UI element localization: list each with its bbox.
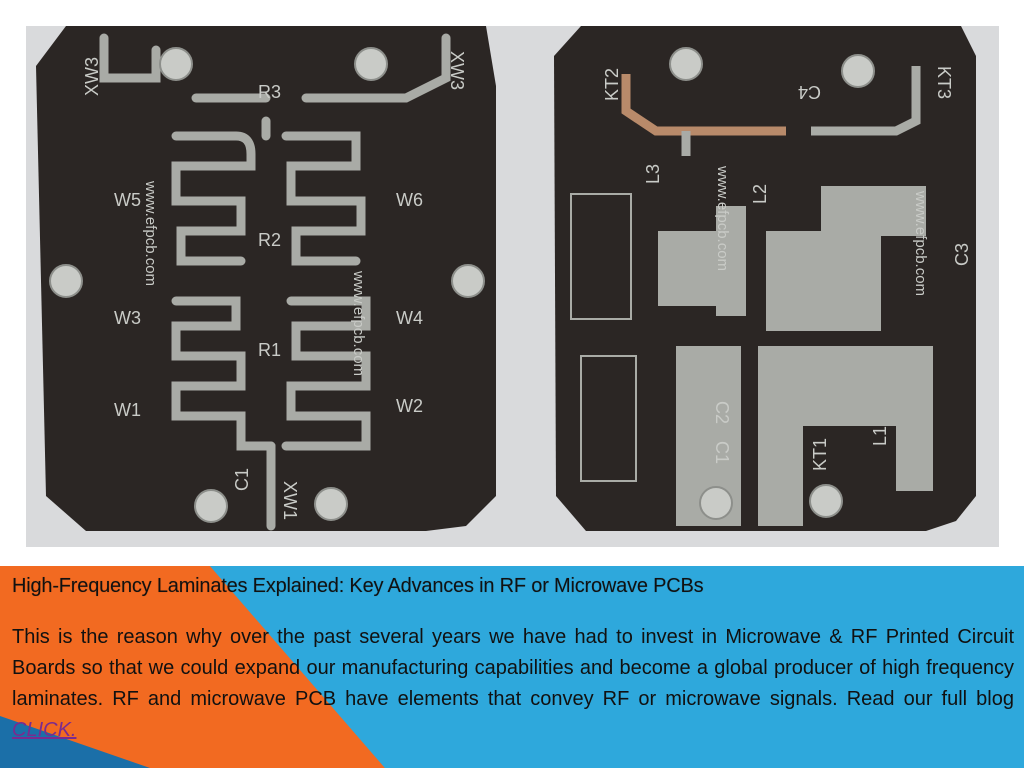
label-kt1: KT1 [810, 438, 830, 471]
label-r1: R1 [258, 340, 281, 360]
caption-banner: High-Frequency Laminates Explained: Key … [0, 566, 1024, 768]
label-w5: W5 [114, 190, 141, 210]
label-l2: L2 [750, 184, 770, 204]
left-board: XW3 XW3 R3 R2 R1 W5 W6 W3 W4 W1 W2 C1 XW… [36, 26, 496, 531]
banner-body-text: This is the reason why over the past sev… [12, 626, 1014, 710]
label-l1: L1 [870, 426, 890, 446]
label-w3: W3 [114, 308, 141, 328]
pcb-photo-illustration: XW3 XW3 R3 R2 R1 W5 W6 W3 W4 W1 W2 C1 XW… [36, 26, 976, 531]
click-link[interactable]: CLICK. [12, 719, 77, 741]
label-site-a: www.efpcb.com [142, 180, 159, 286]
banner-blue-shape [210, 566, 1024, 768]
photo-area: XW3 XW3 R3 R2 R1 W5 W6 W3 W4 W1 W2 C1 XW… [26, 26, 999, 547]
label-site-b: www.efpcb.com [350, 270, 367, 376]
pcb-photo: XW3 XW3 R3 R2 R1 W5 W6 W3 W4 W1 W2 C1 XW… [26, 26, 999, 547]
label-site-b-right: www.efpcb.com [912, 190, 929, 296]
label-c2: C2 [712, 401, 732, 424]
label-xw1: XW1 [280, 481, 300, 520]
label-w1: W1 [114, 400, 141, 420]
label-kt3: KT3 [934, 66, 954, 99]
label-w4: W4 [396, 308, 423, 328]
label-w2: W2 [396, 396, 423, 416]
label-xw3-left: XW3 [82, 57, 102, 96]
label-xw3-right: XW3 [447, 51, 467, 90]
label-r3: R3 [258, 82, 281, 102]
label-r2: R2 [258, 230, 281, 250]
banner-dark-corner [0, 716, 150, 768]
label-c1: C1 [232, 468, 252, 491]
banner-decoration [0, 566, 1024, 768]
banner-body: This is the reason why over the past sev… [12, 622, 1014, 746]
banner-heading: High-Frequency Laminates Explained: Key … [12, 575, 704, 597]
banner-content: High-Frequency Laminates Explained: Key … [12, 574, 1014, 746]
label-c4: C4 [798, 82, 821, 102]
label-site-a-right: www.efpcb.com [714, 165, 731, 271]
label-kt2: KT2 [602, 68, 622, 101]
banner-orange-shape [0, 566, 385, 768]
label-l3: L3 [643, 164, 663, 184]
label-c1-right: C1 [712, 441, 732, 464]
right-board: KT2 C4 KT3 L3 L2 C3 C2 C1 KT1 L1 www.efp… [554, 26, 976, 531]
label-c3: C3 [952, 243, 972, 266]
label-w6: W6 [396, 190, 423, 210]
